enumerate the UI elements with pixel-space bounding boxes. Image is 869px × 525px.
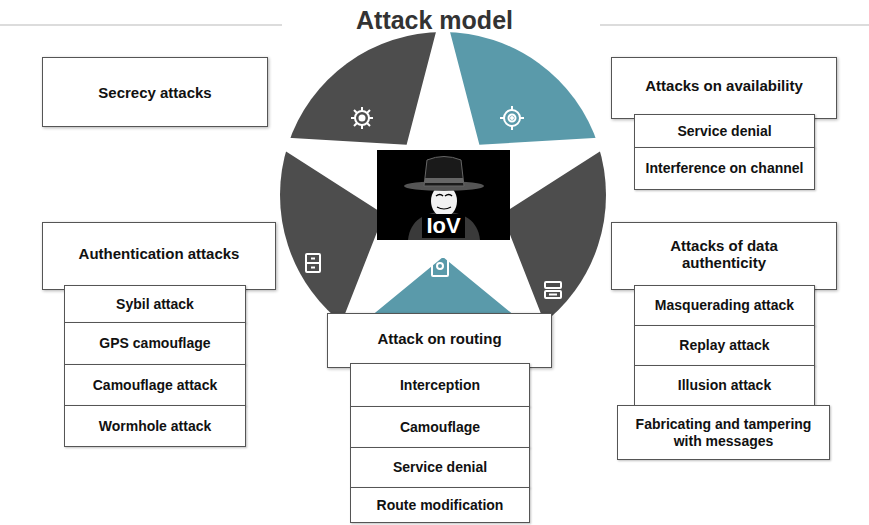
attack-box: Interception <box>350 363 530 407</box>
box-label: Attacks of data authenticity <box>632 237 816 271</box>
attack-box: Replay attack <box>634 325 815 366</box>
star-gap <box>262 5 623 349</box>
box-label: Service denial <box>677 123 771 140</box>
box-label: Wormhole attack <box>99 418 212 435</box>
attack-box: Sybil attack <box>64 285 246 323</box>
box-label: Attack on routing <box>377 330 501 347</box>
attack-box: GPS camouflage <box>64 322 246 365</box>
box-label: Masquerading attack <box>655 297 794 314</box>
attack-box: Masquerading attack <box>634 285 815 326</box>
category-box: Attacks of data authenticity <box>611 222 837 290</box>
attack-box: Illusion attack <box>634 365 815 406</box>
attack-box: Route modification <box>350 487 530 523</box>
box-label: Camouflage attack <box>93 377 217 394</box>
title-rule <box>600 24 869 26</box>
hacker-figure <box>377 150 510 240</box>
category-box: Attack on routing <box>327 313 552 368</box>
category-box: Authentication attacks <box>42 222 276 290</box>
box-label: Replay attack <box>679 337 769 354</box>
title-rule <box>0 24 282 26</box>
box-label: Authentication attacks <box>79 245 240 262</box>
pentagon-wheel <box>262 5 623 358</box>
box-label: IoV <box>422 214 464 238</box>
box-label: Illusion attack <box>678 377 771 394</box>
box-label: Service denial <box>393 459 487 476</box>
iov-badge: IoV <box>377 150 510 240</box>
category-box: Secrecy attacks <box>42 57 268 127</box>
box-label: Camouflage <box>400 419 480 436</box>
attack-box: Service denial <box>350 447 530 488</box>
attack-box: Service denial <box>634 114 815 148</box>
attack-box: Camouflage <box>350 406 530 448</box>
box-label: Secrecy attacks <box>98 84 211 101</box>
attack-box: Interference on channel <box>634 147 815 190</box>
diagram-title: Attack model <box>0 6 869 35</box>
box-label: Interference on channel <box>646 160 804 177</box>
attack-box: Wormhole attack <box>64 405 246 447</box>
attack-box: Fabricating and tampering with messages <box>617 405 830 460</box>
attack-box: Camouflage attack <box>64 364 246 406</box>
box-label: GPS camouflage <box>99 335 210 352</box>
box-label: Interception <box>400 377 480 394</box>
box-label: Route modification <box>377 497 504 514</box>
category-box: Attacks on availability <box>611 57 837 119</box>
icons <box>306 106 561 298</box>
box-label: Sybil attack <box>116 296 194 313</box>
box-label: Attacks on availability <box>645 77 803 94</box>
box-label: Fabricating and tampering with messages <box>626 416 821 450</box>
